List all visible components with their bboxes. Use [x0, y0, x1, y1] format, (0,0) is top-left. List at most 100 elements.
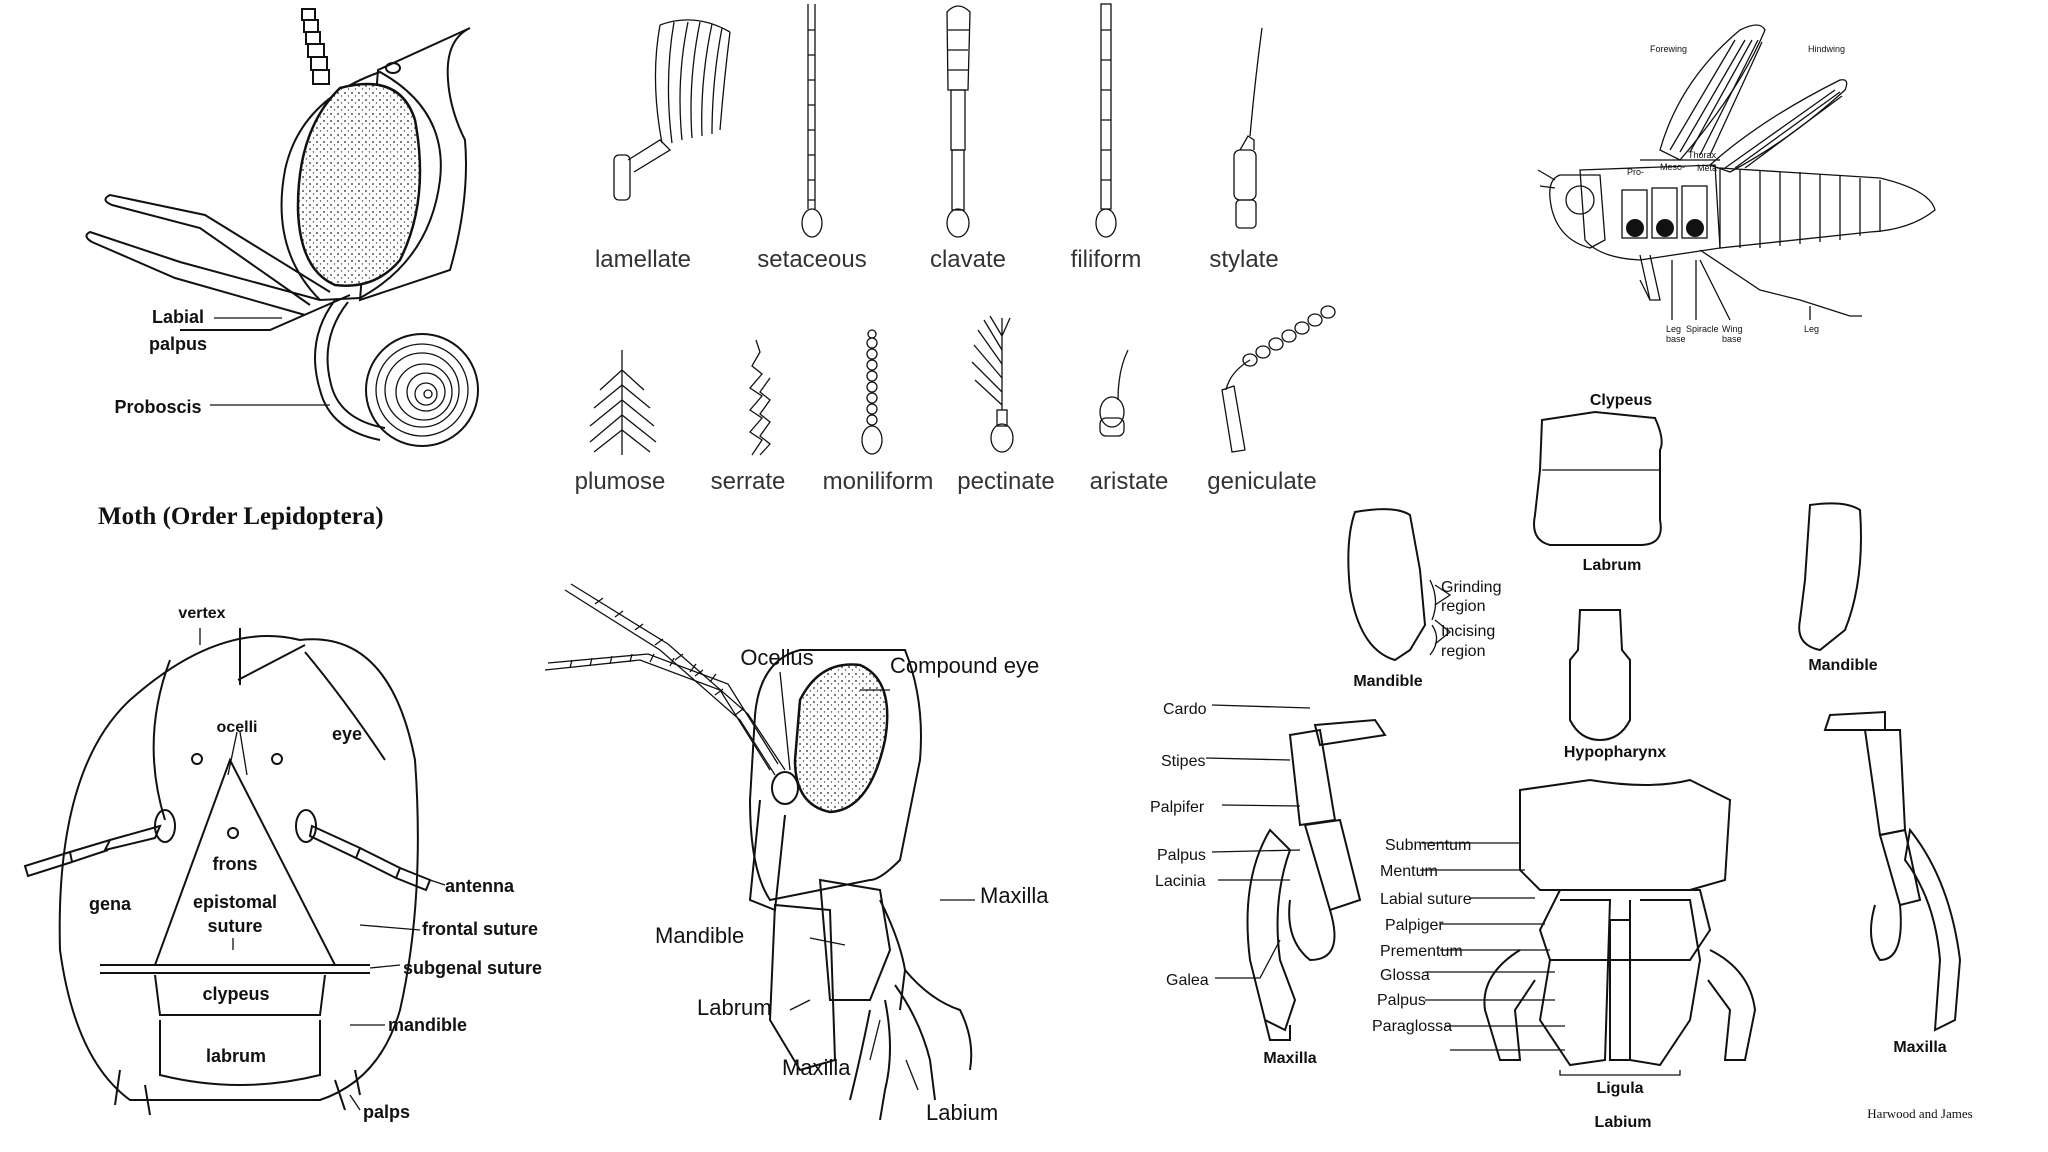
moth-label-proboscis: Proboscis: [114, 397, 201, 417]
mouthparts-label-lacinia: Lacinia: [1155, 873, 1206, 890]
mouthparts-label-galea: Galea: [1166, 972, 1209, 989]
body-label-wing-base-1: Wing: [1722, 324, 1743, 334]
mouthparts-label-clypeus: Clypeus: [1590, 392, 1652, 409]
head-side-label-mandible: Mandible: [655, 923, 744, 948]
mouthparts-label-paraglossa: Paraglossa: [1372, 1018, 1452, 1035]
lamellate-antenna: [613, 19, 731, 201]
plumose-antenna: [589, 350, 657, 455]
body-label-leg-base-2: base: [1666, 334, 1686, 344]
mouthparts-illustration: Clypeus Labrum Grinding region Incising …: [1150, 392, 1973, 1131]
clavate-antenna: [946, 5, 971, 238]
mouthparts-label-labial-suture: Labial suture: [1380, 891, 1472, 908]
label-filiform: filiform: [1071, 246, 1142, 273]
body-label-wing-base-2: base: [1722, 334, 1742, 344]
mouthparts-label-ligula: Ligula: [1596, 1080, 1643, 1097]
label-moniliform: moniliform: [823, 468, 934, 495]
geniculate-antenna: [1221, 305, 1336, 453]
body-label-meso: Meso-: [1660, 162, 1685, 172]
head-side-compound-eye: [793, 663, 889, 814]
antenna-types-panel: lamellate setaceous clavate filiform sty…: [575, 3, 1336, 495]
stylate-antenna: [1233, 27, 1263, 229]
head-front-label-labrum: labrum: [206, 1046, 266, 1066]
mouthparts-label-stipes: Stipes: [1161, 753, 1205, 770]
body-label-hindwing: Hindwing: [1808, 44, 1845, 54]
head-front-label-subgenal-suture: subgenal suture: [403, 958, 542, 978]
label-geniculate: geniculate: [1207, 468, 1316, 495]
mouthparts-label-glossa: Glossa: [1380, 967, 1430, 984]
label-stylate: stylate: [1209, 246, 1278, 273]
mouthparts-label-labrum: Labrum: [1583, 557, 1642, 574]
moth-head-illustration: Labial palpus Proboscis Moth (Order Lepi…: [85, 8, 479, 530]
body-label-pro: Pro-: [1627, 167, 1644, 177]
mouthparts-label-incising-2: region: [1441, 643, 1485, 660]
head-front-label-gena: gena: [89, 894, 132, 914]
mouthparts-label-prementum: Prementum: [1380, 943, 1463, 960]
mandible-right-drawing: [1798, 502, 1862, 652]
body-label-leg: Leg: [1804, 324, 1819, 334]
hypopharynx-drawing: [1569, 609, 1631, 742]
head-side-illustration: Ocellus Compound eye Maxilla Mandible La…: [544, 583, 1049, 1125]
moth-compound-eye: [296, 82, 422, 287]
mouthparts-label-hypopharynx: Hypopharynx: [1564, 744, 1666, 761]
maxilla-right-drawing: [1823, 710, 1962, 1032]
body-label-leg-base-1: Leg: [1666, 324, 1681, 334]
maxilla-left-drawing: [1246, 718, 1387, 1041]
head-front-label-frontal-suture: frontal suture: [422, 919, 538, 939]
label-clavate: clavate: [930, 246, 1006, 273]
mouthparts-label-palpifer: Palpifer: [1150, 799, 1205, 816]
label-lamellate: lamellate: [595, 246, 691, 273]
head-front-illustration: vertex ocelli eye frons antenna gena epi…: [23, 605, 542, 1122]
setaceous-antenna: [801, 4, 823, 238]
moth-title: Moth (Order Lepidoptera): [98, 503, 384, 530]
head-side-label-maxilla-top: Maxilla: [980, 883, 1049, 908]
label-setaceous: setaceous: [757, 246, 866, 273]
moth-proboscis: [314, 299, 479, 447]
mouthparts-label-grinding-1: Grinding: [1441, 579, 1501, 596]
mouthparts-credit: Harwood and James: [1867, 1106, 1972, 1121]
head-front-label-epistomal-2: suture: [207, 916, 262, 936]
labrum-drawing: [1533, 410, 1663, 546]
mouthparts-label-maxilla-left: Maxilla: [1263, 1050, 1316, 1067]
head-side-antennae: [544, 583, 786, 776]
head-side-label-maxilla-bottom: Maxilla: [782, 1055, 851, 1080]
mouthparts-label-incising-1: Incising: [1441, 623, 1495, 640]
head-front-label-ocelli: ocelli: [217, 719, 258, 736]
moth-antenna: [301, 8, 330, 85]
body-label-thorax: Thorax: [1688, 150, 1717, 160]
mouthparts-label-submentum: Submentum: [1385, 837, 1471, 854]
moth-label-labial-2: palpus: [149, 334, 207, 354]
head-front-label-vertex: vertex: [178, 605, 225, 622]
mandible-left-drawing: [1347, 508, 1427, 662]
head-front-label-eye: eye: [332, 724, 362, 744]
label-serrate: serrate: [711, 468, 786, 495]
body-label-spiracle: Spiracle: [1686, 324, 1719, 334]
labium-drawing: [1483, 778, 1757, 1076]
label-aristate: aristate: [1090, 468, 1169, 495]
head-front-label-epistomal-1: epistomal: [193, 892, 277, 912]
label-plumose: plumose: [575, 468, 666, 495]
mouthparts-label-labium: Labium: [1595, 1114, 1652, 1131]
mouthparts-label-mentum: Mentum: [1380, 863, 1438, 880]
head-side-label-labrum: Labrum: [697, 995, 772, 1020]
mouthparts-label-palpiger: Palpiger: [1385, 917, 1444, 934]
head-front-right-antenna: [295, 809, 432, 892]
grasshopper-body-illustration: Forewing Hindwing Thorax Pro- Meso- Meta…: [1537, 24, 1936, 344]
head-front-label-clypeus: clypeus: [202, 984, 269, 1004]
head-front-label-mandible: mandible: [388, 1015, 467, 1035]
mouthparts-label-palpus-left: Palpus: [1157, 847, 1206, 864]
label-pectinate: pectinate: [957, 468, 1054, 495]
mouthparts-label-mandible-left: Mandible: [1353, 673, 1422, 690]
head-side-label-ocellus: Ocellus: [740, 645, 813, 670]
moth-label-labial-1: Labial: [152, 307, 204, 327]
head-front-label-palps: palps: [363, 1102, 410, 1122]
moth-labial-palpus: [85, 193, 351, 331]
serrate-antenna: [749, 339, 771, 456]
aristate-antenna: [1099, 349, 1129, 437]
moniliform-antenna: [861, 329, 883, 455]
head-front-label-frons: frons: [213, 854, 258, 874]
head-side-label-labium: Labium: [926, 1100, 998, 1125]
body-label-meta: Meta-: [1697, 163, 1720, 173]
mouthparts-label-mandible-right: Mandible: [1808, 657, 1877, 674]
head-front-left-antenna: [23, 809, 176, 878]
